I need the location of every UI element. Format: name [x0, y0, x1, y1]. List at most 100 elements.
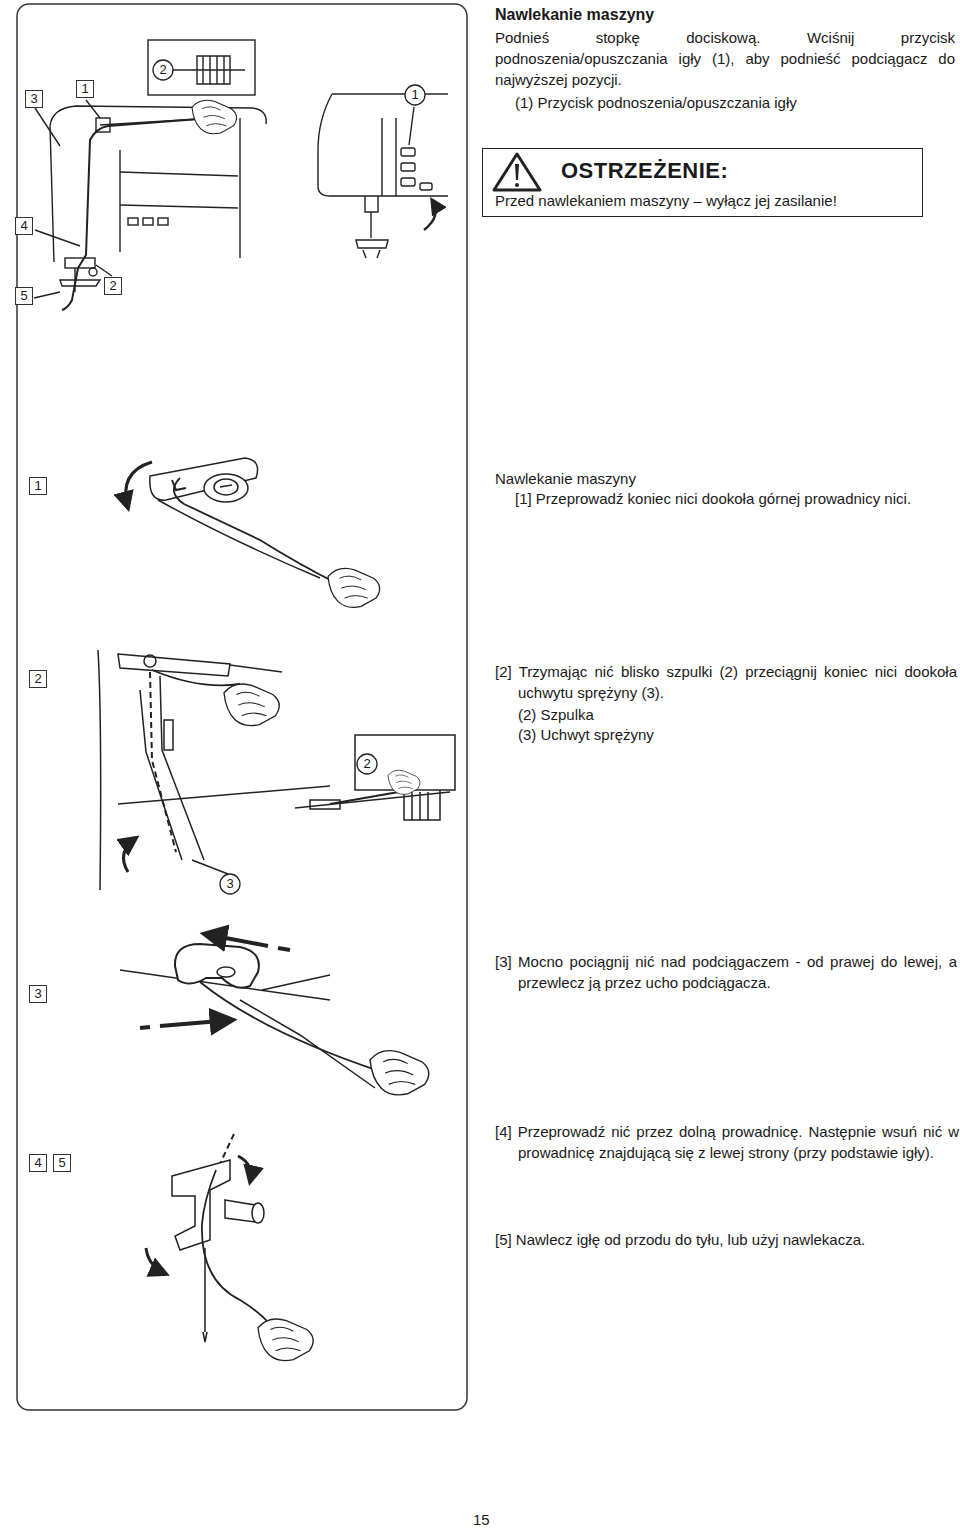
- legend-text: (3) Uchwyt sprężyny: [518, 724, 938, 745]
- machine-front: [318, 94, 448, 196]
- illustration: [224, 684, 279, 726]
- tension-channel: [164, 720, 173, 750]
- warning-icon: [494, 154, 540, 190]
- callout-number: 5: [53, 1154, 71, 1172]
- tension-channel: [412, 792, 428, 820]
- tension-channel: [404, 790, 440, 820]
- machine-overview: [96, 265, 112, 276]
- warning-icon: [515, 183, 519, 187]
- callout-number: 1: [76, 80, 94, 98]
- warning-icon: [515, 164, 519, 180]
- callout-circle-outline: [220, 874, 240, 894]
- callout-circle: 3: [219, 873, 241, 895]
- warning-title: OSTRZEŻENIE:: [561, 157, 912, 185]
- callout-number: 2: [29, 670, 47, 688]
- page-frame: [17, 4, 467, 1410]
- machine-overview: [50, 126, 54, 262]
- instruction-text: Podnieś stopkę dociskową. Wciśnij przyci…: [495, 27, 955, 90]
- callout-number: 4: [30, 1155, 46, 1171]
- illustration: [388, 770, 420, 794]
- needle-clamp: [252, 1203, 264, 1223]
- instruction-text: [4] Przeprowadź nić przez dolną prowadni…: [495, 1121, 959, 1163]
- tension-channel: [230, 665, 282, 672]
- machine-overview: [35, 108, 60, 146]
- callout-circle: 2: [152, 59, 174, 81]
- instruction-text: [1] Przeprowadź koniec nici dookoła górn…: [515, 488, 960, 509]
- take-up-lever: [217, 967, 235, 977]
- instruction-text: [5] Nawlecz igłę od przodu do tyłu, lub …: [495, 1229, 955, 1250]
- take-up-lever: [262, 975, 330, 990]
- instruction-text: [3] Mocno pociągnij nić nad podciągaczem…: [495, 951, 957, 993]
- page-heading: Nawlekanie maszyny: [495, 4, 955, 25]
- machine-front: [318, 94, 448, 258]
- machine-front: [356, 240, 388, 248]
- legend-text: (1) Przycisk podnoszenia/opuszczania igł…: [515, 92, 955, 113]
- machine-overview: [120, 205, 238, 208]
- take-up-lever: [205, 934, 268, 946]
- tension-channel: [124, 838, 137, 872]
- machine-overview: [158, 218, 168, 225]
- machine-overview: [62, 118, 212, 310]
- tension-channel: [310, 800, 340, 809]
- take-up-lever: [175, 944, 259, 988]
- machine-front: [363, 250, 380, 258]
- tension-channel: [295, 792, 450, 808]
- callout-number: 5: [16, 288, 32, 304]
- machine-front: [401, 163, 415, 171]
- machine-overview: [239, 118, 240, 258]
- machine-front: [420, 183, 432, 190]
- take-up-lever: [200, 982, 382, 1072]
- warning-icon: [494, 154, 540, 190]
- machine-overview: [128, 218, 138, 225]
- take-up-lever: [120, 934, 382, 1088]
- callout-number: 4: [15, 217, 33, 235]
- illustration: [328, 568, 380, 607]
- machine-front: [382, 118, 396, 196]
- needle-clamp: [172, 1160, 230, 1250]
- tension-channel: [160, 676, 204, 860]
- take-up-lever: [140, 1027, 150, 1028]
- tension-channel: [118, 786, 330, 804]
- warning-text: Przed nawlekaniem maszyny – wyłącz jej z…: [495, 190, 912, 211]
- callout-number: 3: [29, 985, 47, 1003]
- machine-overview: [119, 150, 120, 252]
- callout-number: 1: [77, 81, 93, 97]
- needle-clamp: [225, 1200, 255, 1222]
- callout-number: 4: [29, 1154, 47, 1172]
- callout-number: 1: [29, 477, 47, 495]
- callout-number: 2: [30, 671, 46, 687]
- legend-text: (2) Szpulka: [518, 704, 938, 725]
- machine-overview: [86, 100, 100, 118]
- illustration: [192, 100, 237, 134]
- illustration: [258, 1319, 313, 1361]
- callout-number: 2: [356, 753, 378, 775]
- machine-front: [332, 93, 448, 94]
- machine-overview: [35, 230, 80, 246]
- upper-thread-guide: [214, 479, 238, 495]
- callout-number: 3: [25, 90, 43, 108]
- upper-thread-guide: [220, 485, 232, 487]
- machine-overview: [143, 218, 153, 225]
- machine-overview: [120, 172, 238, 176]
- take-up-lever: [160, 1020, 232, 1026]
- machine-overview: [89, 268, 97, 276]
- warning-box: OSTRZEŻENIE: Przed nawlekaniem maszyny – …: [482, 148, 923, 217]
- machine-overview: [34, 292, 60, 298]
- machine-front: [401, 178, 415, 186]
- machine-front: [409, 107, 414, 145]
- page-frame: [17, 4, 467, 1410]
- callout-number: 1: [404, 84, 426, 106]
- needle-clamp: [202, 1170, 282, 1342]
- machine-overview: [34, 40, 266, 310]
- machine-front: [365, 196, 378, 212]
- callout-number: 3: [30, 986, 46, 1002]
- take-up-lever: [278, 948, 290, 950]
- callout-circle-outline: [357, 754, 377, 774]
- callout-number: 2: [104, 277, 122, 295]
- machine-overview: [197, 56, 230, 84]
- machine-overview: [60, 280, 100, 286]
- callout-number: 4: [16, 218, 32, 234]
- needle-clamp: [203, 1332, 207, 1342]
